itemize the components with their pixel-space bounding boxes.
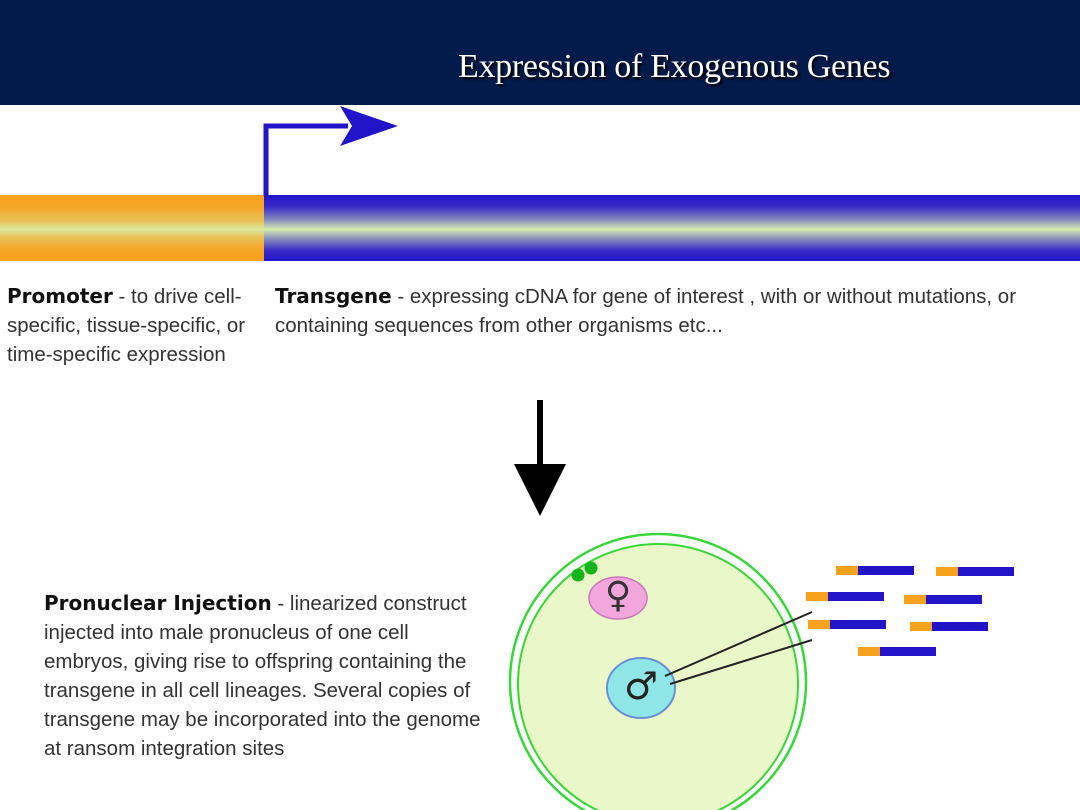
dna-fragment — [808, 620, 886, 629]
transcription-start-arrow — [263, 106, 398, 196]
transgene-term: Transgene — [275, 284, 392, 308]
injection-pipette — [664, 611, 813, 685]
dna-fragments — [806, 566, 1014, 656]
polar-body — [571, 568, 585, 582]
female-pronucleus — [588, 576, 648, 620]
injection-caption: Pronuclear Injection - linearized constr… — [44, 589, 494, 763]
polar-body — [584, 561, 598, 575]
dna-fragment — [836, 566, 914, 575]
male-symbol: ♂ — [623, 664, 659, 708]
dna-fragment — [806, 592, 884, 601]
transgene-caption: Transgene - expressing cDNA for gene of … — [275, 282, 1065, 340]
embryo — [508, 532, 808, 810]
male-pronucleus — [606, 657, 676, 719]
transgene-bar — [264, 195, 1080, 261]
promoter-description: - to drive cell-specific, tissue-specifi… — [7, 285, 246, 366]
injection-term: Pronuclear Injection — [44, 591, 272, 615]
down-arrow — [514, 400, 566, 516]
slide-header: Expression of Exogenous Genes — [0, 0, 1080, 105]
dna-fragment — [910, 622, 988, 631]
transgene-description: - expressing cDNA for gene of interest ,… — [275, 285, 1017, 337]
dna-fragment — [904, 595, 982, 604]
female-symbol: ♀ — [604, 575, 632, 616]
promoter-caption: Promoter - to drive cell-specific, tissu… — [7, 282, 252, 369]
promoter-bar — [0, 195, 264, 261]
promoter-term: Promoter — [7, 284, 113, 308]
slide-title: Expression of Exogenous Genes — [458, 48, 891, 85]
dna-fragment — [936, 567, 1014, 576]
injection-description: - linearized construct injected into mal… — [44, 592, 481, 760]
dna-fragment — [858, 647, 936, 656]
